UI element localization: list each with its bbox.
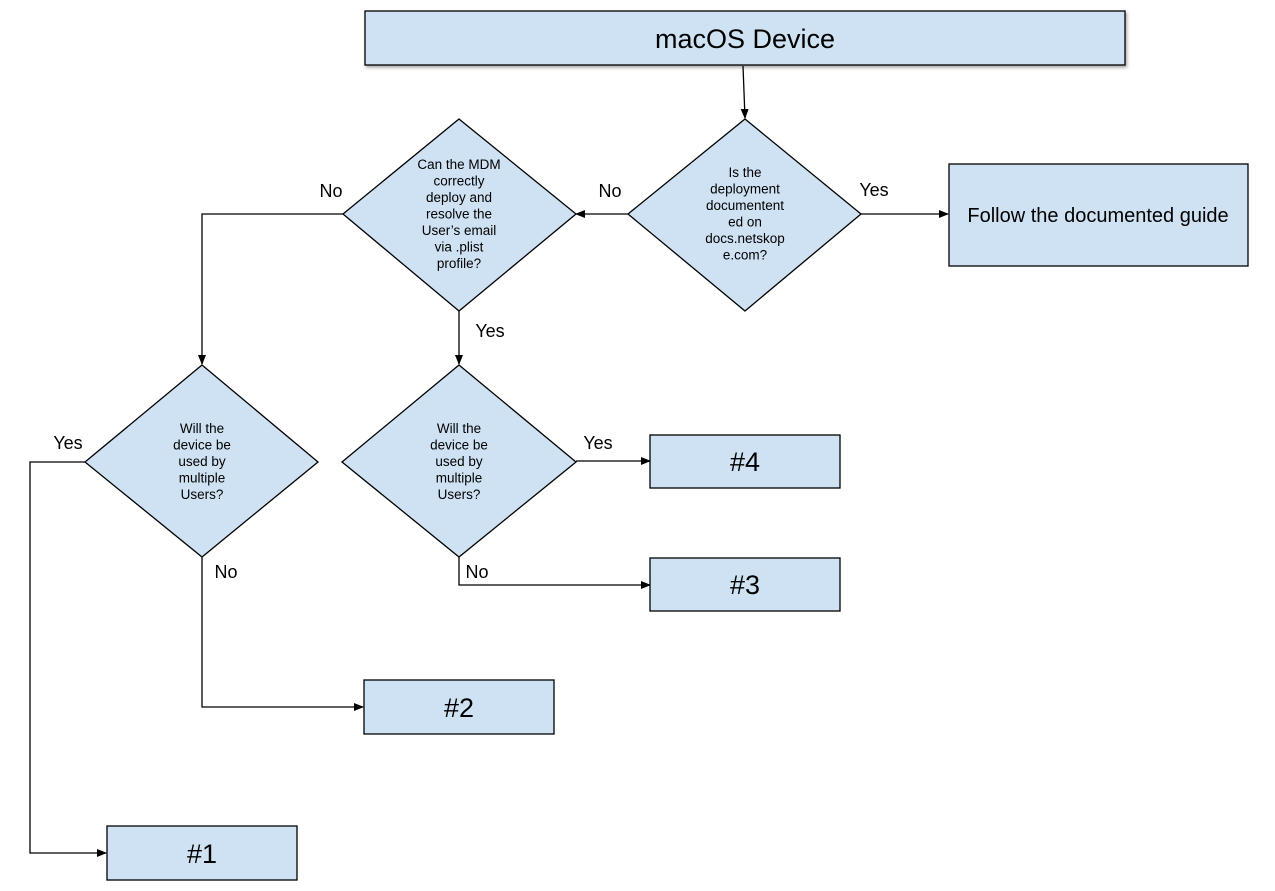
decision-mdm-diamond — [341, 118, 578, 312]
decision-documented-text-line: e.com? — [723, 248, 767, 263]
decision-multi-right-text-line: multiple — [436, 471, 483, 486]
label-documented-no: No — [598, 181, 621, 201]
decision-mdm-text-line: resolve the — [426, 207, 492, 222]
decision-documented-text-line: deployment — [710, 182, 780, 197]
outcome-3-box — [649, 557, 841, 612]
decision-multi-left-text-line: Users? — [181, 487, 224, 502]
outcome-4-box — [649, 434, 841, 489]
outcome-4-label: #4 — [730, 447, 760, 477]
outcome-2: #2 — [363, 679, 555, 735]
outcome-2-box — [363, 679, 555, 735]
outcome-4: #4 — [649, 434, 841, 489]
edge-start-to-documented — [740, 65, 749, 119]
decision-documented-diamond — [626, 118, 863, 312]
label-documented-yes: Yes — [859, 180, 888, 200]
label-mdm-no: No — [319, 181, 342, 201]
follow-guide-box — [948, 163, 1249, 267]
start-node: macOS Device — [364, 10, 1126, 66]
edges — [29, 65, 949, 857]
outcome-3-label: #3 — [730, 570, 760, 600]
outcome-3: #3 — [649, 557, 841, 612]
start-box — [364, 10, 1126, 66]
decision-documented-text-line: ed on — [728, 215, 762, 230]
edge-multi-left-no — [201, 557, 364, 711]
outcome-1: #1 — [106, 825, 298, 881]
label-mdm-yes: Yes — [475, 321, 504, 341]
start-label: macOS Device — [655, 24, 835, 54]
decision-mdm-text-line: via .plist — [435, 240, 484, 255]
decision-multi-left-diamond — [83, 364, 320, 558]
follow-guide-node: Follow the documented guide — [948, 163, 1249, 267]
edge-multi-right-no — [458, 557, 651, 589]
decision-mdm-text-line: deploy and — [426, 190, 492, 205]
decision-multi-left-text-line: used by — [178, 454, 226, 469]
edge-labels: Yes No No Yes Yes No Yes No — [53, 180, 888, 582]
decision-multi-left-text-line: multiple — [179, 471, 226, 486]
outcome-1-box — [106, 825, 298, 881]
edge-multi-left-yes — [29, 461, 107, 857]
decision-mdm-text-line: correctly — [433, 174, 484, 189]
decision-mdm-text-line: Can the MDM — [417, 157, 500, 172]
outcome-1-label: #1 — [187, 839, 217, 869]
decision-documented-text-line: Is the — [728, 165, 761, 180]
follow-guide-label: Follow the documented guide — [967, 205, 1228, 227]
label-multi-left-no: No — [214, 562, 237, 582]
label-multi-left-yes: Yes — [53, 433, 82, 453]
decision-multi-right-text-line: used by — [435, 454, 483, 469]
decision-multi-right-text-line: Users? — [438, 487, 481, 502]
label-multi-right-yes: Yes — [583, 433, 612, 453]
edge-mdm-no — [198, 213, 343, 365]
decision-multi-right-diamond — [340, 364, 578, 558]
decision-multi-right-text-line: Will the — [437, 421, 481, 436]
decision-multi-left-text-line: Will the — [180, 421, 224, 436]
label-multi-right-no: No — [465, 562, 488, 582]
decision-mdm-text-line: User’s email — [422, 223, 497, 238]
outcome-2-label: #2 — [444, 693, 474, 723]
decision-documented-text-line: docs.netskop — [705, 231, 785, 246]
decision-mdm-text-line: profile? — [437, 256, 481, 271]
decision-multi-right-text-line: device be — [430, 438, 488, 453]
decision-documented-text-line: documentent — [706, 198, 784, 213]
decision-multi-left-text-line: device be — [173, 438, 231, 453]
